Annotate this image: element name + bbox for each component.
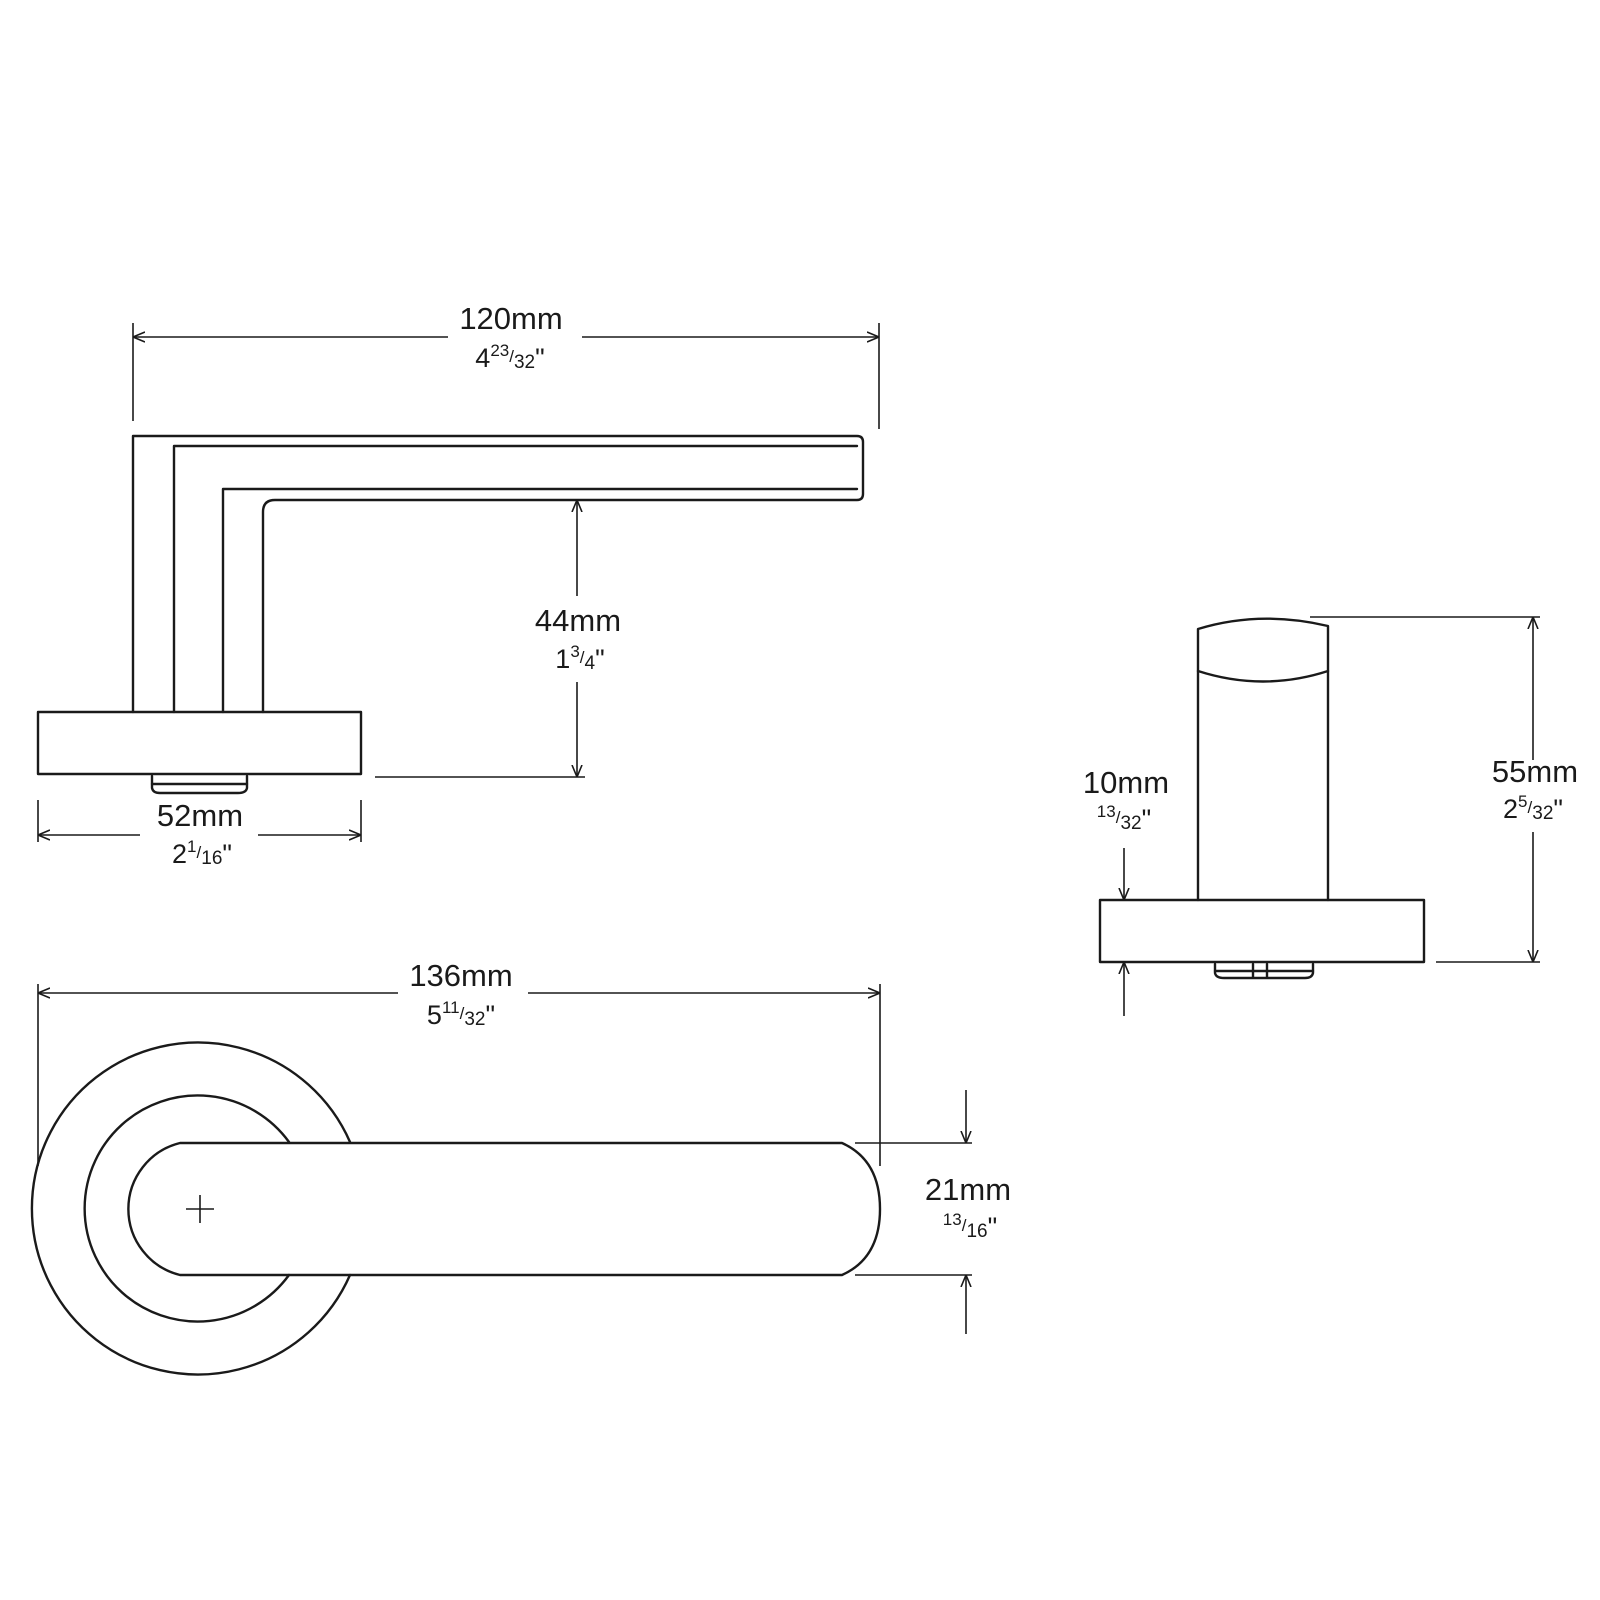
plan-view [30, 1041, 882, 1376]
lever-profile-line-2 [221, 487, 859, 714]
front-view [1098, 617, 1426, 980]
dim-lever-length-side: 120mm 423/32" [132, 301, 880, 429]
lever-profile-line-1 [172, 444, 859, 714]
dim-metric-label: 120mm [459, 301, 562, 336]
dim-metric-label: 10mm [1083, 765, 1169, 800]
dim-imperial-label: 13/4" [555, 642, 604, 674]
side-view [36, 434, 865, 795]
lever-outer-profile [131, 434, 865, 714]
dim-imperial-label: 511/32" [427, 998, 495, 1030]
dim-metric-label: 21mm [925, 1172, 1011, 1207]
dim-imperial-label: 25/32" [1503, 792, 1563, 824]
dim-rose-thickness: 10mm 13/32" [1083, 765, 1169, 1016]
spindle-clip-side [150, 774, 249, 795]
rose-outer-circle [30, 1041, 352, 1376]
lever-front-body [1196, 617, 1330, 902]
dim-metric-label: 55mm [1492, 754, 1578, 789]
dim-imperial-label: 21/16" [172, 837, 232, 869]
dim-imperial-label: 423/32" [475, 341, 544, 373]
dim-lever-width-plan: 21mm 13/16" [855, 1090, 1011, 1334]
dim-imperial-label: 13/32" [1097, 802, 1151, 834]
dim-projection-front: 55mm 25/32" [1310, 616, 1578, 963]
dim-rose-width-side: 52mm 21/16" [37, 798, 362, 869]
dim-metric-label: 44mm [535, 603, 621, 638]
lever-plan-outline [127, 1141, 882, 1277]
dim-metric-label: 52mm [157, 798, 243, 833]
rose-inner-circle [83, 1094, 291, 1323]
dim-metric-label: 136mm [409, 958, 512, 993]
dim-imperial-label: 13/16" [943, 1210, 997, 1242]
rose-front [1098, 898, 1426, 964]
dim-lever-height: 44mm 13/4" [375, 501, 621, 778]
spindle-clip-front [1213, 962, 1315, 980]
rose-side [36, 710, 363, 776]
lever-front-curve [1196, 669, 1330, 683]
dim-overall-length-plan: 136mm 511/32" [37, 958, 881, 1166]
